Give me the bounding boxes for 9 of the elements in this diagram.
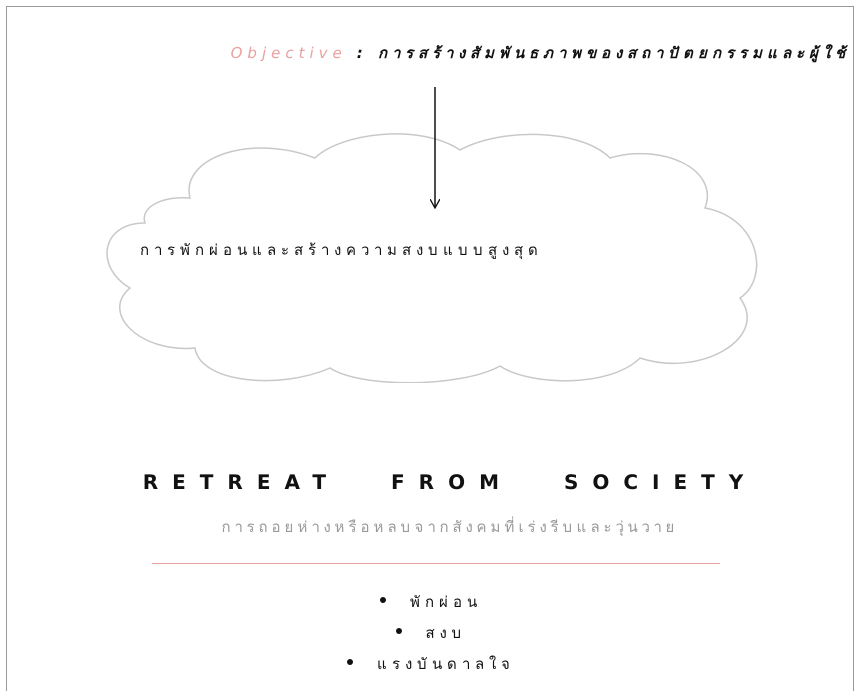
arrow (429, 87, 441, 209)
objective-label: Objective (230, 44, 347, 62)
bullet-text: สงบ (426, 623, 466, 644)
cloud-text: การพักผ่อนและสร้างความสงบแบบสูงสุด (140, 240, 543, 262)
bullet-text: แรงบันดาลใจ (377, 654, 515, 675)
section-subtitle: การถอยห่างหรือหลบจากสังคมที่เร่งรีบและวุ่นวาย (220, 516, 680, 538)
objective-text: : การสร้างสัมพันธภาพของสถาปัตยกรรมและผู้ใช้ (356, 44, 850, 62)
section-heading: RETREAT FROM SOCIETY (142, 470, 758, 494)
bullet-text: พักผ่อน (410, 592, 482, 613)
